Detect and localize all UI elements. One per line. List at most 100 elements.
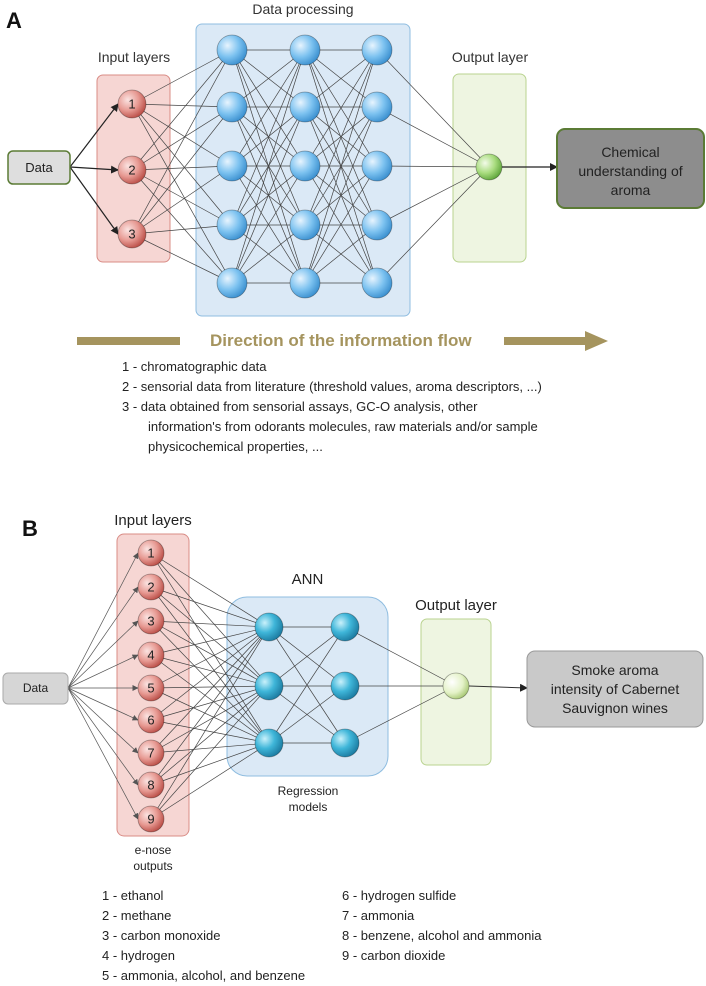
panel-b-edge-input-hidden <box>150 626 270 689</box>
panel-b-edge-input-hidden <box>150 685 270 754</box>
panel-a-input-node-1-label: 1 <box>128 97 135 112</box>
panel-a-edge-input-hidden <box>131 49 233 171</box>
panel-b-hidden-node <box>254 612 284 642</box>
panel-b-edge-input-hidden <box>150 685 270 721</box>
panel-b-edge-input-hidden <box>150 626 270 820</box>
panel-b-edge-input-hidden <box>150 620 270 687</box>
panel-b-legend-right: 6 - hydrogen sulfide 7 - ammonia 8 - ben… <box>342 886 541 966</box>
panel-b-edge-input-hidden <box>150 586 270 744</box>
panel-b-legend-item-5: 5 - ammonia, alcohol, and benzene <box>102 968 306 983</box>
panel-b-input-node-5-label: 5 <box>147 681 154 696</box>
panel-a-edge-hidden-hidden <box>304 106 378 167</box>
panel-b-edge-input-hidden <box>150 654 270 744</box>
panel-a-edge-hidden-hidden <box>231 49 306 167</box>
panel-b-edge-input-hidden <box>150 719 270 744</box>
panel-b-input-node-5: 5 <box>137 674 165 702</box>
panel-b-result-line-2: intensity of Cabernet <box>550 681 680 697</box>
panel-a-data-to-input-arrow <box>69 103 119 168</box>
panel-b-edge-input-hidden <box>150 552 270 744</box>
panel-b-data-box <box>2 672 69 705</box>
panel-a-hidden-node <box>361 34 393 66</box>
panel-a-hidden-node <box>289 34 321 66</box>
panel-a-edge-hidden-hidden <box>231 49 306 108</box>
panel-b-edge-hidden-output <box>344 626 457 687</box>
panel-a-input-node-2-label: 2 <box>128 163 135 178</box>
panel-a-legend: 1 - chromatographic data 2 - sensorial d… <box>122 357 542 457</box>
panel-a-data-label: Data <box>25 160 53 175</box>
panel-b-hidden-node <box>330 612 360 642</box>
panel-a-hidden-node <box>216 34 248 66</box>
panel-a-result-line-1: Chemical <box>601 144 660 160</box>
panel-b-output-layer-label: Output layer <box>415 597 497 614</box>
panel-a-legend-item-3-cont-2: physicochemical properties, ... <box>148 439 323 454</box>
panel-b-result-box <box>526 650 704 728</box>
panel-a-data-to-input-arrow <box>69 165 119 174</box>
panel-b-input-node-7-label: 7 <box>147 746 154 761</box>
panel-a-edge-input-hidden <box>131 169 233 226</box>
panel-a-hidden-node <box>289 209 321 241</box>
panel-a-edge-input-hidden <box>131 169 233 284</box>
panel-a-hidden-node <box>361 91 393 123</box>
panel-b-data-label: Data <box>22 681 49 695</box>
panel-a-edge-hidden-hidden <box>304 49 378 284</box>
panel-b-legend-item-6: 6 - hydrogen sulfide <box>342 888 457 903</box>
panel-b-edge-input-hidden <box>150 626 270 754</box>
panel-b-ann-label: ANN <box>291 571 324 588</box>
panel-b-regression-label: Regression models <box>258 783 358 815</box>
panel-b-result-text: Smoke aroma intensity of Cabernet Sauvig… <box>527 661 703 718</box>
panel-b-enose-label: e-nose outputs <box>113 842 193 874</box>
panel-a-hidden-node <box>289 91 321 123</box>
panel-b-legend-item-2: 2 - methane <box>102 908 172 923</box>
panel-b-edge-hidden-output <box>344 685 457 744</box>
panel-a-edge-hidden-output <box>376 106 490 168</box>
panel-a-legend-item-3-cont-1: information's from odorants molecules, r… <box>148 419 538 434</box>
panel-a-hidden-node <box>361 267 393 299</box>
panel-b-legend-item-9: 9 - carbon dioxide <box>342 948 446 963</box>
panel-a-edge-hidden-hidden <box>304 49 378 108</box>
panel-b-output-node <box>442 672 470 700</box>
panel-a-edge-hidden-hidden <box>231 165 306 284</box>
panel-b-input-layers-label: Input layers <box>114 512 192 529</box>
panel-b-edge-input-hidden <box>150 742 270 754</box>
panel-b-data-to-input-arrow <box>67 687 139 754</box>
panel-a-nodes: 1 2 3 <box>117 34 503 299</box>
flow-direction-text: Direction of the information flow <box>210 331 472 350</box>
panel-b-data-to-input-arrow <box>67 654 139 689</box>
panel-b-data-to-input-arrow <box>67 687 139 820</box>
panel-b-edge-input-hidden <box>150 685 270 689</box>
panel-a-hidden-node <box>289 267 321 299</box>
flow-arrow-left-bar <box>77 337 180 345</box>
panel-a-legend-item-3: 3 - data obtained from sensorial assays,… <box>122 399 478 414</box>
panel-a-edge-input-hidden <box>131 49 233 235</box>
panel-b-hidden-node <box>254 728 284 758</box>
panel-a-edge-input-hidden <box>131 233 233 284</box>
panel-b-input-node-9-label: 9 <box>147 812 154 827</box>
panel-b-edge-input-hidden <box>150 654 270 687</box>
panel-a-input-node-3: 3 <box>117 219 147 249</box>
panel-b-edge-input-hidden <box>150 626 270 786</box>
panel-a-edge-input-hidden <box>131 106 233 171</box>
panel-b-data-to-input-arrow <box>67 552 139 689</box>
panel-b-output-to-result-arrow <box>468 683 528 692</box>
panel-b-edge-input-hidden <box>150 620 270 744</box>
panel-a-edge-hidden-output <box>376 166 490 226</box>
panel-b-result-line-1: Smoke aroma <box>571 662 659 678</box>
panel-b-legend-item-7: 7 - ammonia <box>342 908 415 923</box>
panel-a-legend-item-2: 2 - sensorial data from literature (thre… <box>122 379 542 394</box>
panel-a-hidden-node <box>216 150 248 182</box>
panel-a-edge-hidden-hidden <box>304 165 378 284</box>
panel-a-result-text: Chemical understanding of aroma <box>557 143 704 200</box>
panel-b-input-node-1-label: 1 <box>147 546 154 561</box>
panel-b-regression-line-2: models <box>288 800 328 814</box>
panel-b-input-node-2-label: 2 <box>147 580 154 595</box>
panel-b-input-node-3-label: 3 <box>147 614 154 629</box>
panel-b-input-node-6-label: 6 <box>147 713 154 728</box>
panel-b-legend-item-1: 1 - ethanol <box>102 888 164 903</box>
panel-a-edge-hidden-hidden <box>231 106 306 167</box>
panel-b-input-node-1: 1 <box>137 539 165 567</box>
flow-arrow-right <box>504 331 608 351</box>
panel-b-input-node-2: 2 <box>137 573 165 601</box>
panel-a-edge-hidden-hidden <box>304 49 378 167</box>
panel-b-result-line-3: Sauvignon wines <box>562 700 668 716</box>
